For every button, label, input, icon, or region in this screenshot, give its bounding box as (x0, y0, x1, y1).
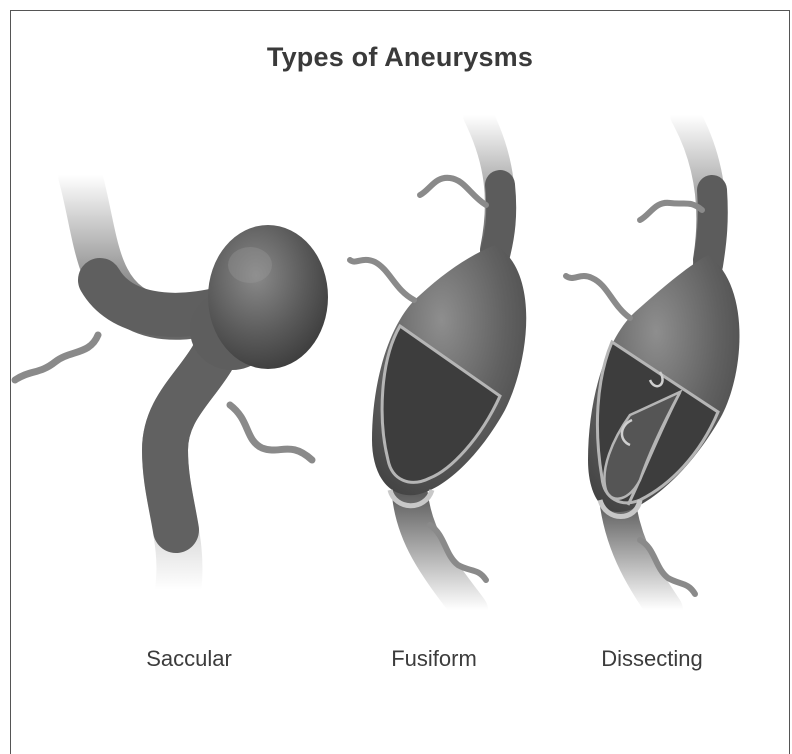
saccular-aneurysm (15, 175, 328, 590)
dissecting-aneurysm (566, 115, 739, 610)
label-fusiform: Fusiform (391, 646, 477, 672)
label-saccular: Saccular (146, 646, 232, 672)
fusiform-aneurysm (350, 115, 526, 610)
label-dissecting: Dissecting (601, 646, 702, 672)
